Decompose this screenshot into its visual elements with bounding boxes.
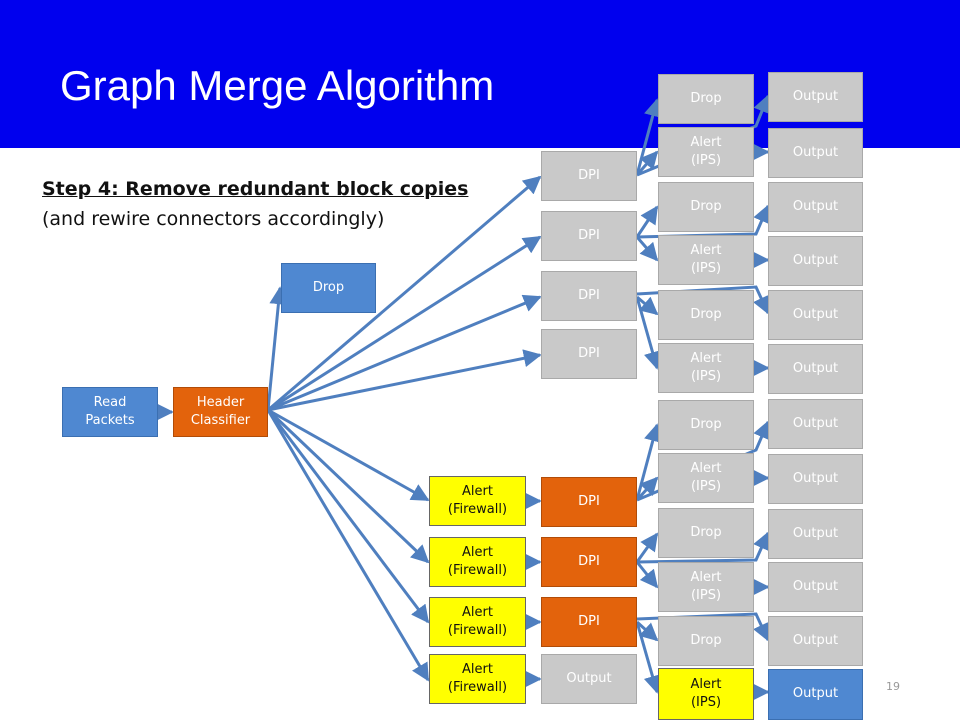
alert-ips-block[interactable]: Alert (IPS) [658,343,754,393]
output-block[interactable]: Output [768,562,863,612]
connector-dpi3-to-alert [635,296,662,370]
drop-block[interactable]: Drop [658,182,754,232]
dpi-block[interactable]: DPI [541,329,637,379]
alert-firewall-block[interactable]: Alert (Firewall) [429,476,526,526]
output-block[interactable]: Output [541,654,637,704]
output-block[interactable]: Output [768,236,863,286]
connector-classifier-to-alert-fw-1 [267,408,430,502]
slide-title: Graph Merge Algorithm [60,62,495,109]
rewired-connector-5 [636,531,770,564]
output-block[interactable]: Output [768,290,863,340]
connector-classifier-to-dpi-1 [267,175,542,412]
output-block[interactable]: Output [768,509,863,559]
drop-block[interactable]: Drop [658,508,754,558]
drop-block[interactable]: Drop [658,400,754,450]
output-block[interactable]: Output [768,669,863,720]
connector-dpi7-to-alert [635,621,662,694]
header-classifier-block[interactable]: Header Classifier [173,387,268,437]
connector-dpi6-to-drop [635,532,659,563]
dpi-block[interactable]: DPI [541,211,637,261]
connector-classifier-to-alert-fw-4 [266,409,430,682]
output-block[interactable]: Output [768,182,863,232]
read-packets-block[interactable]: Read Packets [62,387,158,437]
connector-dpi7-to-drop [635,620,659,642]
alert-firewall-block[interactable]: Alert (Firewall) [429,537,526,587]
drop-block[interactable]: Drop [658,74,754,124]
connector-classifier-to-alert-fw-3 [266,409,430,624]
output-block[interactable]: Output [768,616,863,666]
drop-block[interactable]: Drop [658,290,754,340]
connector-dpi1-to-alert [635,150,659,176]
output-block[interactable]: Output [768,344,863,394]
dpi-block[interactable]: DPI [541,477,637,527]
connector-dpi2-to-alert [635,236,659,262]
step-subtitle: (and rewire connectors accordingly) [42,208,385,230]
connector-classifier-to-dpi-3 [267,294,542,412]
connector-dpi5-to-alert [635,476,659,502]
output-block[interactable]: Output [768,454,863,504]
page-number: 19 [886,680,900,693]
connector-classifier-to-dpi-2 [267,235,542,412]
dpi-block[interactable]: DPI [541,151,637,201]
dpi-block[interactable]: DPI [541,537,637,587]
output-block[interactable]: Output [768,128,863,178]
alert-firewall-block[interactable]: Alert (Firewall) [429,654,526,704]
alert-ips-block[interactable]: Alert (IPS) [658,127,754,177]
output-block[interactable]: Output [768,399,863,449]
alert-ips-block[interactable]: Alert (IPS) [658,562,754,612]
alert-firewall-block[interactable]: Alert (Firewall) [429,597,526,647]
alert-ips-block[interactable]: Alert (IPS) [658,235,754,285]
dpi-block[interactable]: DPI [541,271,637,321]
step-title: Step 4: Remove redundant block copies [42,178,469,200]
connector-dpi2-to-drop [635,205,659,238]
connector-classifier-to-drop [266,286,288,411]
connector-dpi3-to-drop [636,295,659,316]
dpi-block[interactable]: DPI [541,597,637,647]
alert-ips-block[interactable]: Alert (IPS) [658,668,754,720]
output-block[interactable]: Output [768,72,863,122]
connector-dpi6-to-alert [635,561,659,589]
connector-classifier-to-dpi-4 [267,349,542,412]
drop-block[interactable]: Drop [281,263,376,313]
connector-classifier-to-alert-fw-2 [266,408,430,564]
alert-ips-block[interactable]: Alert (IPS) [658,453,754,503]
drop-block[interactable]: Drop [658,616,754,666]
